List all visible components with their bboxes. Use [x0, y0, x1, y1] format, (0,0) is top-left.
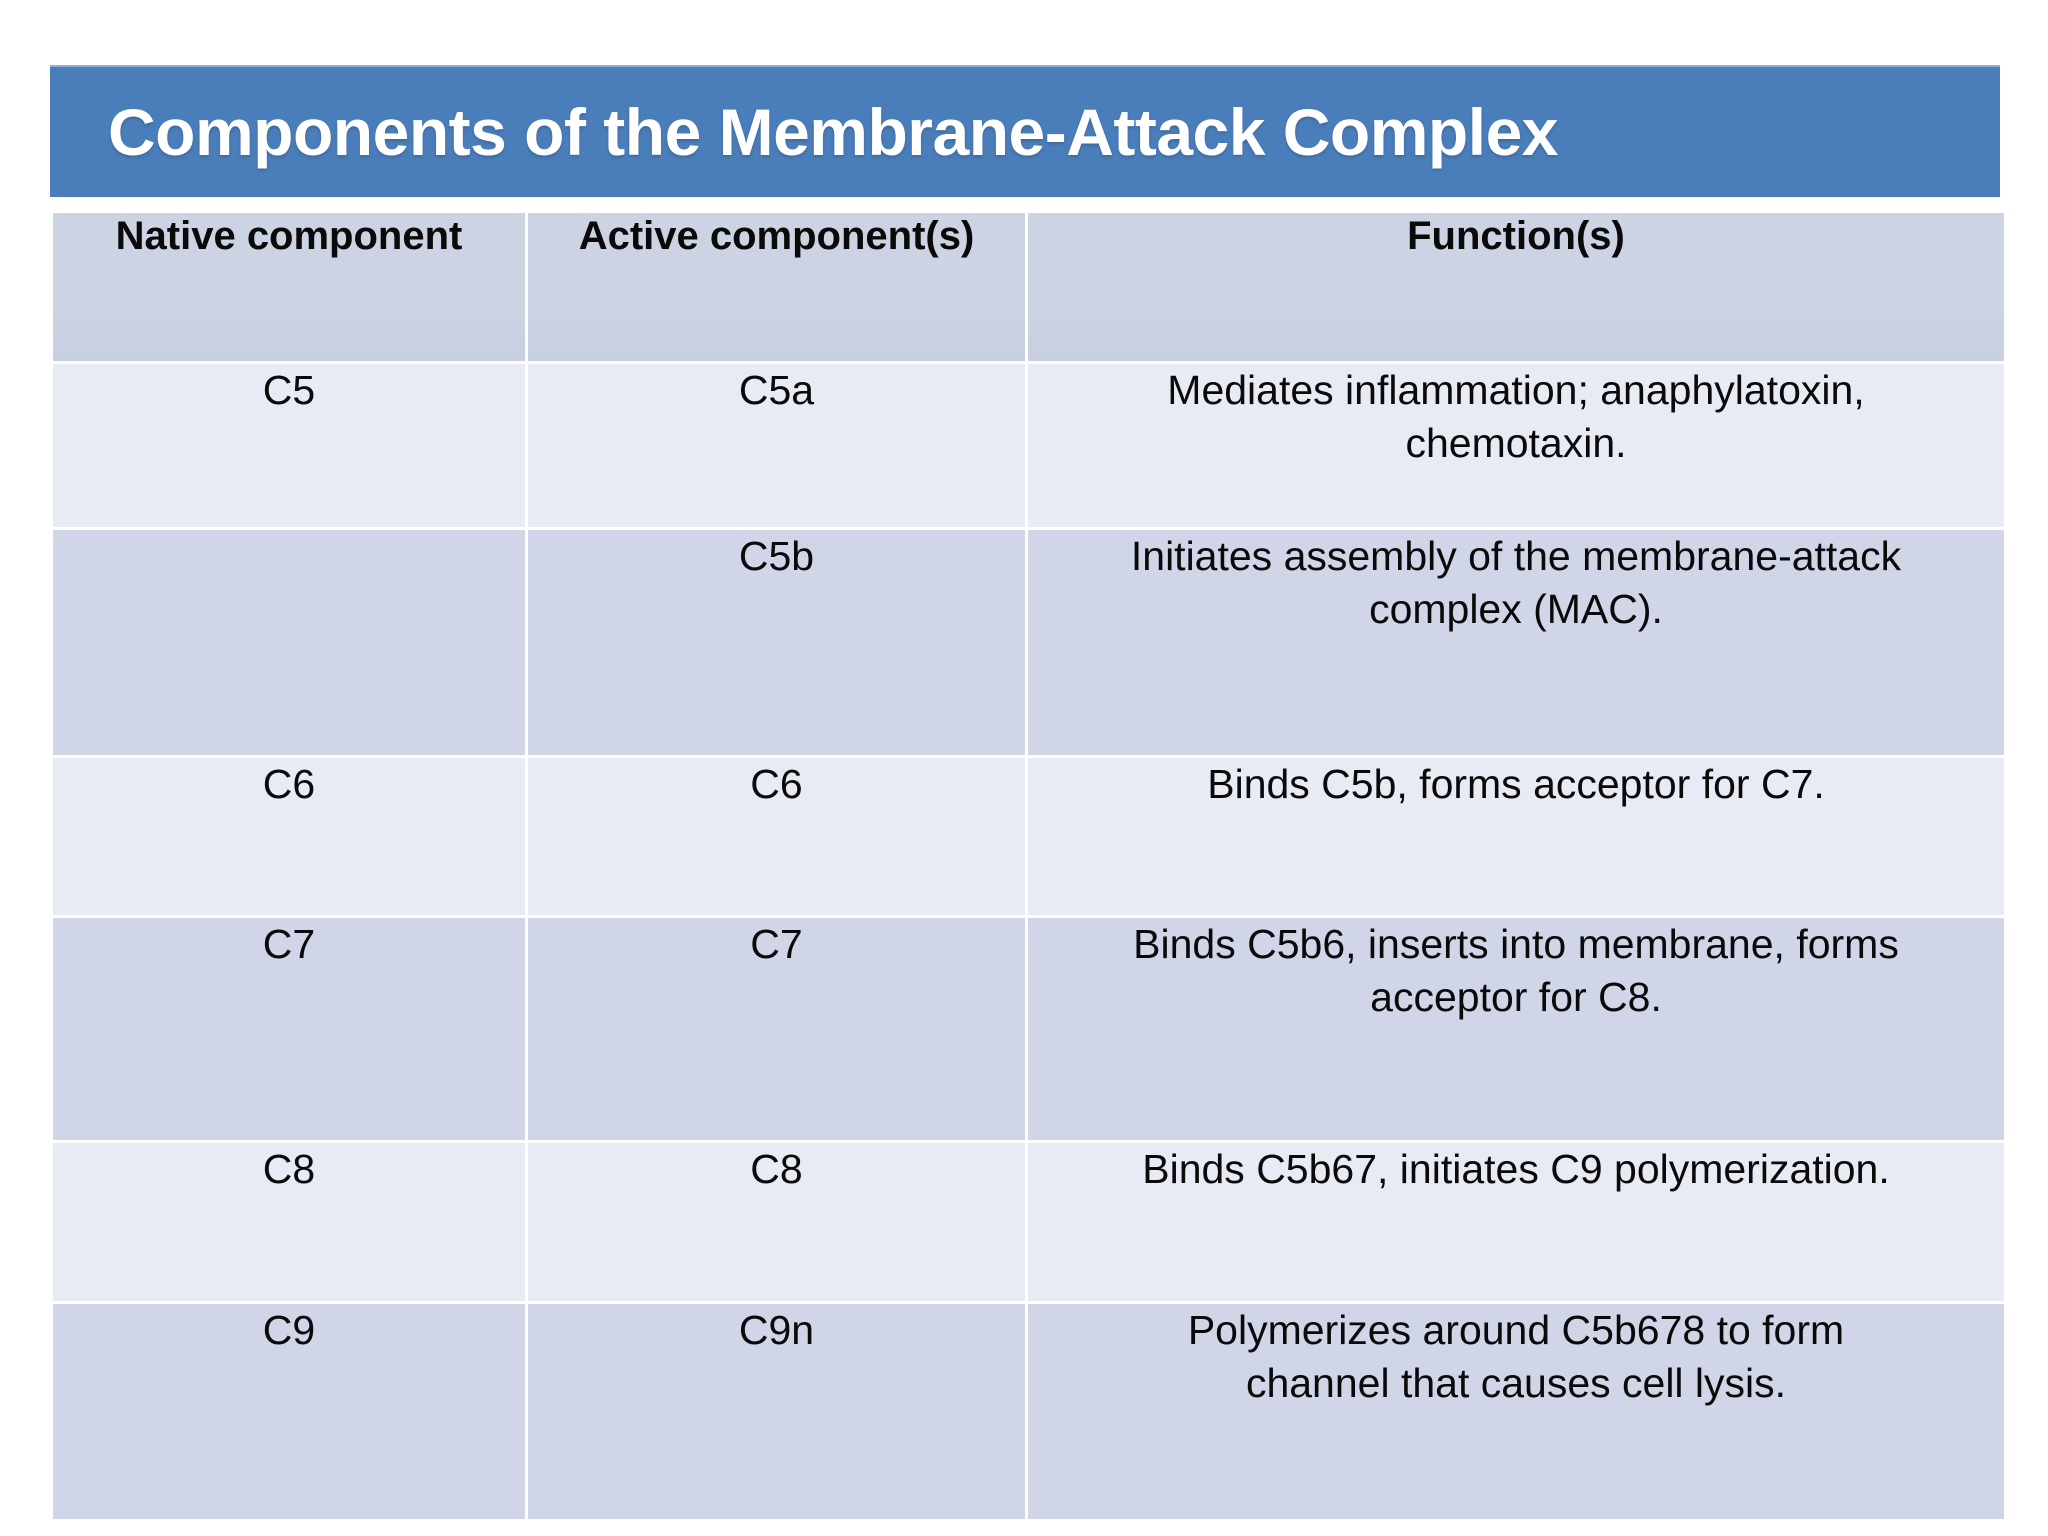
cell-active-component: C5b	[528, 530, 1025, 755]
cell-native-component: C7	[53, 918, 525, 1140]
column-header-native-component: Native component	[53, 213, 525, 361]
cell-active-component: C9n	[528, 1304, 1025, 1519]
column-header-active-component: Active component(s)	[528, 213, 1025, 361]
table-header-row: Native component Active component(s) Fun…	[53, 213, 2004, 361]
cell-native-component: C5	[53, 364, 525, 527]
page-title: Components of the Membrane-Attack Comple…	[108, 95, 1559, 169]
mac-table-container: Native component Active component(s) Fun…	[50, 210, 2004, 1522]
cell-function: Binds C5b, forms acceptor for C7.	[1028, 758, 2004, 915]
table-row: C8 C8 Binds C5b67, initiates C9 polymeri…	[53, 1143, 2004, 1301]
table-body: C5 C5a Mediates inflammation; anaphylato…	[53, 364, 2004, 1519]
cell-function: Polymerizes around C5b678 to form channe…	[1028, 1304, 2004, 1519]
cell-active-component: C7	[528, 918, 1025, 1140]
table-header: Native component Active component(s) Fun…	[53, 213, 2004, 361]
cell-function: Binds C5b6, inserts into membrane, forms…	[1028, 918, 2004, 1140]
column-header-functions: Function(s)	[1028, 213, 2004, 361]
cell-function: Mediates inflammation; anaphylatoxin, ch…	[1028, 364, 2004, 527]
table-row: C9 C9n Polymerizes around C5b678 to form…	[53, 1304, 2004, 1519]
mac-components-table: Native component Active component(s) Fun…	[50, 210, 2007, 1522]
table-row: C5 C5a Mediates inflammation; anaphylato…	[53, 364, 2004, 527]
cell-native-component: C9	[53, 1304, 525, 1519]
cell-native-component: C8	[53, 1143, 525, 1301]
table-row: C5b Initiates assembly of the membrane-a…	[53, 530, 2004, 755]
cell-native-component	[53, 530, 525, 755]
cell-function: Initiates assembly of the membrane-attac…	[1028, 530, 2004, 755]
cell-active-component: C5a	[528, 364, 1025, 527]
cell-active-component: C8	[528, 1143, 1025, 1301]
table-row: C7 C7 Binds C5b6, inserts into membrane,…	[53, 918, 2004, 1140]
cell-function: Binds C5b67, initiates C9 polymerization…	[1028, 1143, 2004, 1301]
slide-title-bar: Components of the Membrane-Attack Comple…	[50, 65, 2000, 197]
cell-native-component: C6	[53, 758, 525, 915]
cell-active-component: C6	[528, 758, 1025, 915]
table-row: C6 C6 Binds C5b, forms acceptor for C7.	[53, 758, 2004, 915]
